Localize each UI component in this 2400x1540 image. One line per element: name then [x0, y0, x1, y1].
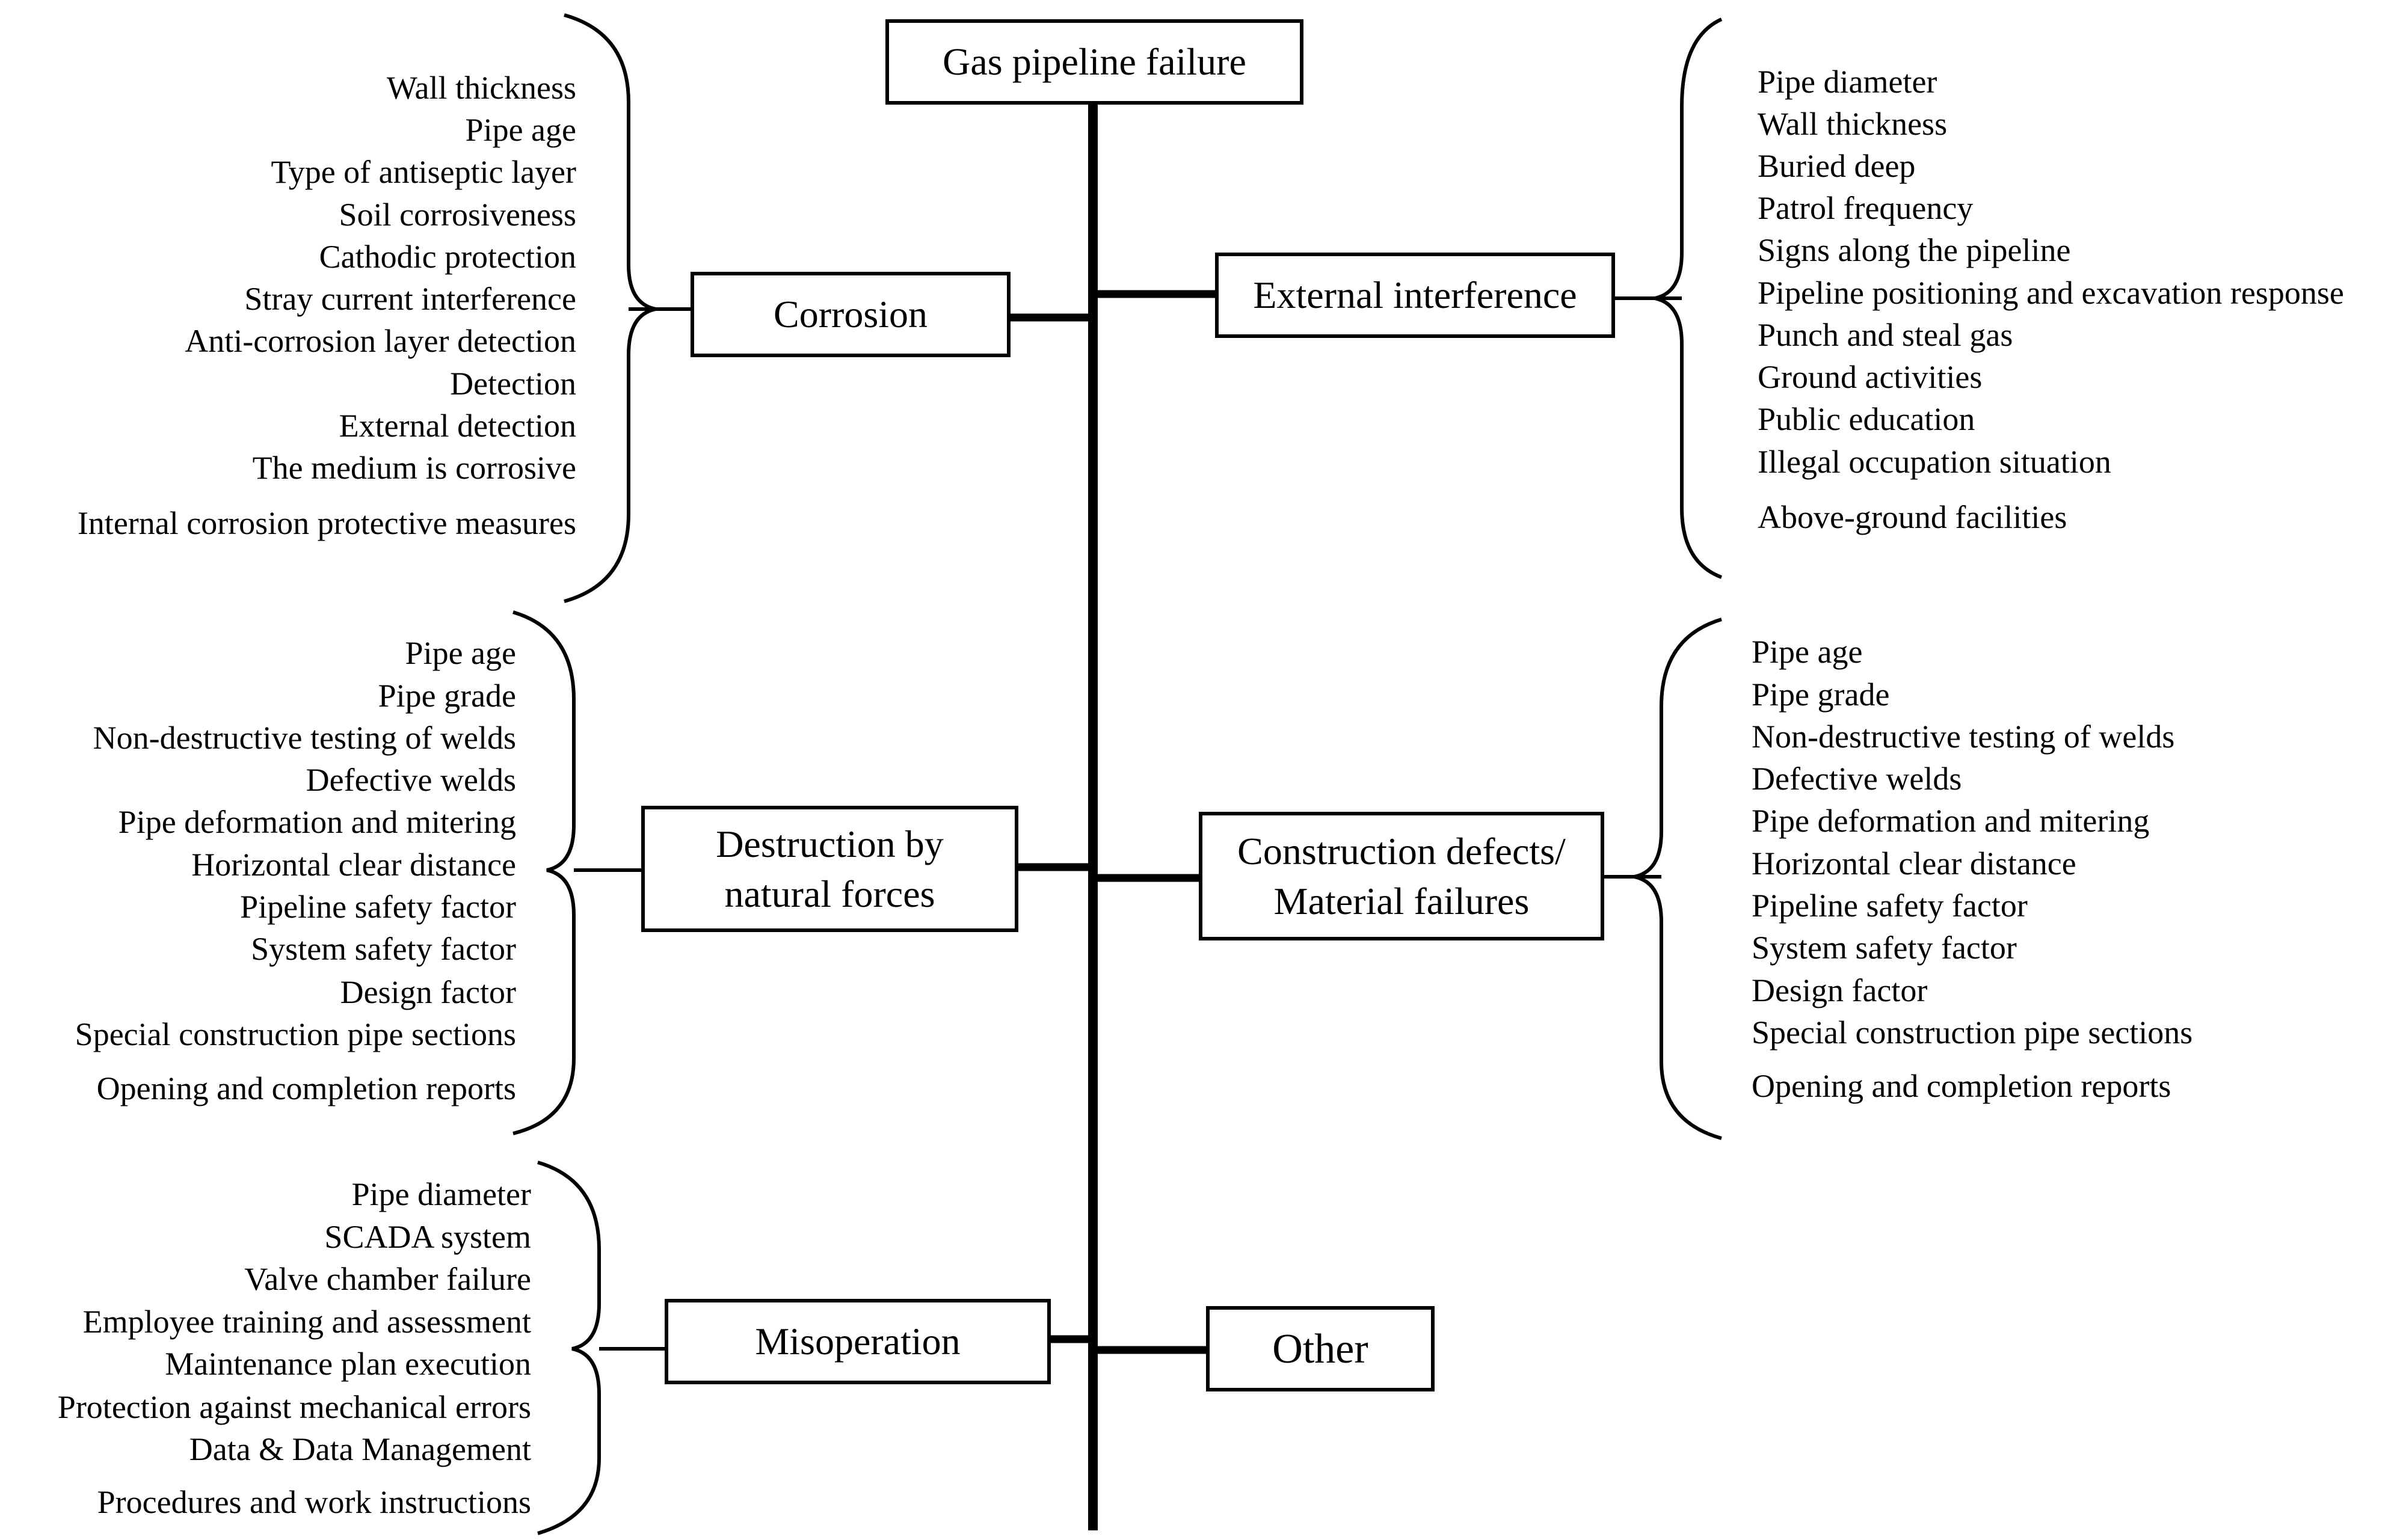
factor-item: Pipeline safety factor — [1752, 888, 2028, 924]
natural-forces-label-line2: natural forces — [724, 873, 935, 915]
factor-item: Data & Data Management — [189, 1431, 531, 1467]
factor-item: Pipe age — [465, 112, 576, 148]
corrosion-label: Corrosion — [774, 293, 928, 336]
external-interference-factors: Pipe diameter Wall thickness Buried deep… — [1758, 0, 2395, 601]
factor-item: Pipe age — [1752, 634, 1863, 670]
factor-item: Anti-corrosion layer detection — [185, 323, 576, 359]
factor-item: Ground activities — [1758, 359, 1983, 395]
corrosion-factors: Wall thickness Pipe age Type of antisept… — [0, 0, 576, 601]
factor-item: Buried deep — [1758, 148, 1916, 184]
factor-item: Pipe diameter — [351, 1176, 531, 1212]
factor-item: Design factor — [340, 974, 516, 1010]
brace-corrosion — [564, 13, 656, 603]
factor-item: Pipe diameter — [1758, 64, 1937, 100]
brace-misoperation — [537, 1161, 601, 1535]
misoperation-factors: Pipe diameter SCADA system Valve chamber… — [0, 1143, 531, 1539]
factor-item: Detection — [450, 366, 576, 402]
brace-external-interference — [1654, 17, 1723, 579]
construction-defects-label-line2: Material failures — [1273, 880, 1530, 922]
factor-item: Patrol frequency — [1758, 190, 1974, 226]
natural-forces-label-line1: Destruction by — [716, 822, 944, 865]
factor-item: Defective welds — [1752, 761, 1962, 797]
other-label: Other — [1272, 1325, 1368, 1372]
misoperation-box: Misoperation — [665, 1299, 1051, 1384]
external-interference-box: External interference — [1215, 253, 1615, 338]
external-interference-label: External interference — [1253, 274, 1577, 317]
factor-item: Pipeline safety factor — [240, 889, 516, 925]
factor-item: Pipe deformation and mitering — [1752, 803, 2150, 839]
factor-item: Horizontal clear distance — [191, 847, 516, 883]
factor-item: Maintenance plan execution — [165, 1346, 531, 1382]
factor-item: Special construction pipe sections — [75, 1016, 516, 1052]
factor-item: Pipe grade — [378, 678, 516, 714]
factor-item: Pipeline positioning and excavation resp… — [1758, 275, 2344, 311]
natural-forces-factors: Pipe age Pipe grade Non-destructive test… — [0, 601, 516, 1143]
factor-item: Wall thickness — [1758, 106, 1948, 142]
factor-item: Non-destructive testing of welds — [1752, 719, 2175, 755]
factor-item: Stray current interference — [244, 281, 576, 317]
factor-item: Pipe grade — [1752, 676, 1890, 713]
factor-item: Illegal occupation situation — [1758, 444, 2111, 480]
factor-item: Punch and steal gas — [1758, 317, 2013, 353]
factor-item: Above-ground facilities — [1758, 499, 2067, 535]
factor-item: Type of antiseptic layer — [271, 154, 576, 190]
factor-item: Design factor — [1752, 972, 1928, 1008]
diagram-title: Gas pipeline failure — [943, 40, 1246, 84]
factor-item: Wall thickness — [386, 70, 576, 106]
factor-item: The medium is corrosive — [252, 450, 576, 486]
factor-item: Signs along the pipeline — [1758, 232, 2071, 268]
factor-item: System safety factor — [251, 931, 516, 967]
factor-item: Valve chamber failure — [244, 1261, 531, 1297]
factor-item: Procedures and work instructions — [97, 1484, 531, 1520]
other-box: Other — [1206, 1306, 1435, 1391]
factor-item: Protection against mechanical errors — [57, 1389, 531, 1425]
corrosion-box: Corrosion — [691, 272, 1011, 357]
factor-item: SCADA system — [324, 1219, 531, 1255]
factor-item: External detection — [339, 408, 576, 444]
natural-forces-box: Destruction by natural forces — [641, 806, 1018, 932]
factor-item: Non-destructive testing of welds — [93, 720, 516, 756]
factor-item: Pipe age — [405, 635, 516, 671]
factor-item: System safety factor — [1752, 930, 2017, 966]
construction-defects-label-line1: Construction defects/ — [1237, 829, 1566, 873]
factor-item: Employee training and assessment — [82, 1304, 531, 1340]
factor-item: Defective welds — [306, 762, 516, 798]
factor-item: Horizontal clear distance — [1752, 845, 2076, 882]
construction-defects-box: Construction defects/ Material failures — [1199, 812, 1604, 940]
factor-item: Public education — [1758, 401, 1975, 437]
factor-item: Internal corrosion protective measures — [77, 505, 576, 541]
misoperation-label: Misoperation — [755, 1320, 961, 1363]
factor-item: Opening and completion reports — [96, 1070, 516, 1106]
title-box: Gas pipeline failure — [885, 19, 1303, 105]
factor-item: Soil corrosiveness — [339, 197, 576, 233]
factor-item: Cathodic protection — [319, 239, 576, 275]
construction-defects-factors: Pipe age Pipe grade Non-destructive test… — [1752, 601, 2395, 1143]
factor-item: Opening and completion reports — [1752, 1068, 2171, 1104]
factor-item: Pipe deformation and mitering — [118, 804, 516, 840]
brace-construction-defects — [1634, 618, 1722, 1140]
brace-natural-forces — [512, 610, 576, 1135]
factor-item: Special construction pipe sections — [1752, 1014, 2193, 1051]
